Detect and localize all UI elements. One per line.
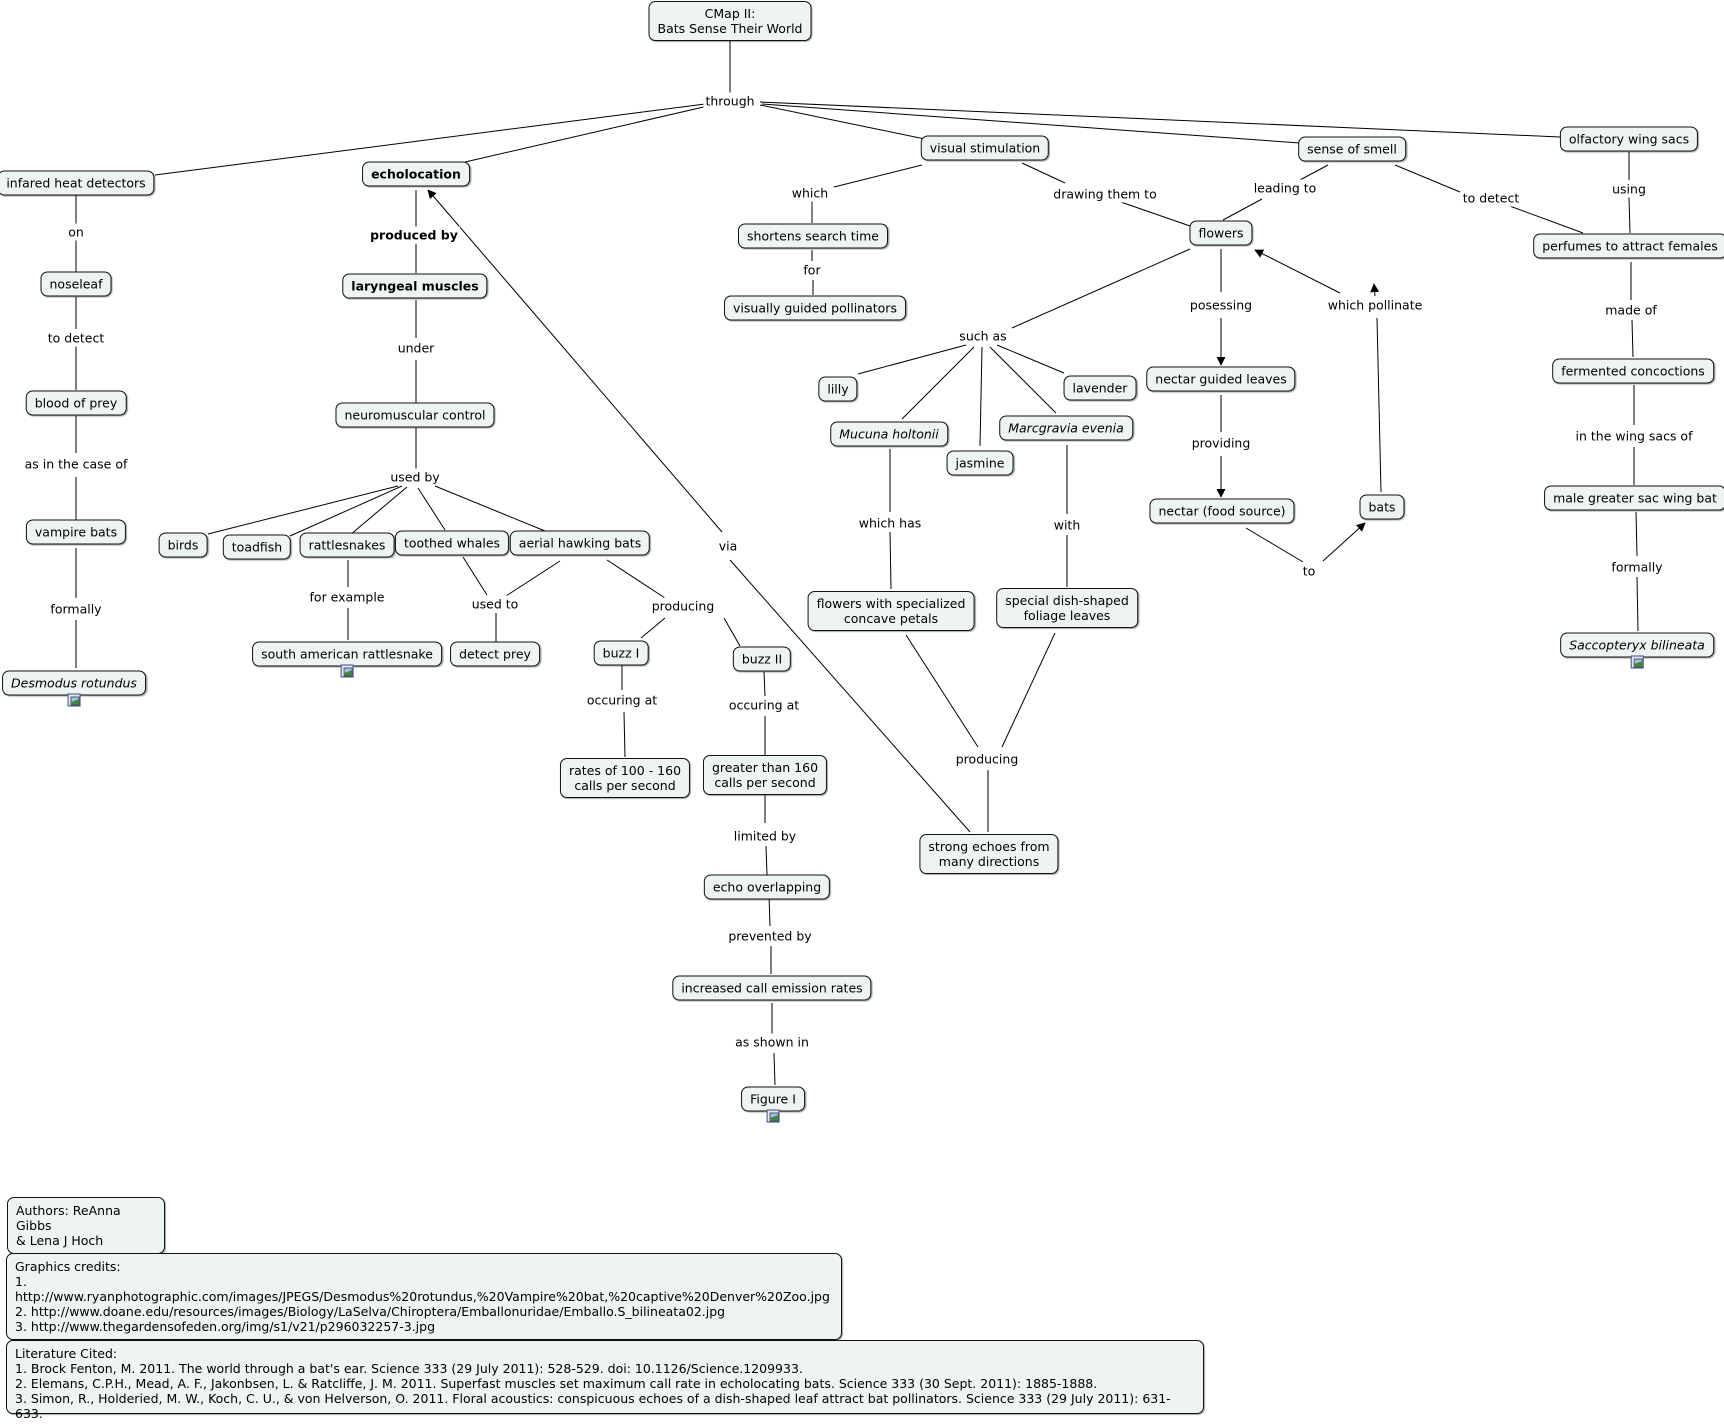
concept-saccopteryx-bilineata[interactable]: Saccopteryx bilineata xyxy=(1560,632,1714,669)
link-such-as: such as xyxy=(957,327,1009,345)
link-which-pollinate: which pollinate xyxy=(1325,296,1425,314)
concept-flowers[interactable]: flowers xyxy=(1189,220,1253,246)
link-prevented-by: prevented by xyxy=(726,927,814,945)
concept-desmodus-label: Desmodus rotundus xyxy=(11,675,137,691)
concept-south-american-rattlesnake-label: south american rattlesnake xyxy=(261,646,433,662)
concept-mucuna-holtonii[interactable]: Mucuna holtonii xyxy=(830,421,948,447)
link-for: for xyxy=(801,261,823,279)
link-as-in-the-case-of: as in the case of xyxy=(22,455,130,473)
concept-jasmine[interactable]: jasmine xyxy=(946,450,1014,476)
concept-noseleaf[interactable]: noseleaf xyxy=(40,271,112,297)
link-used-by: used by xyxy=(388,468,442,486)
link-in-the-wing-sacs-of: in the wing sacs of xyxy=(1573,427,1695,445)
link-as-shown-in: as shown in xyxy=(733,1033,811,1051)
link-via: via xyxy=(716,537,740,555)
concept-toadfish[interactable]: toadfish xyxy=(222,534,292,560)
image-icon[interactable] xyxy=(67,693,81,707)
concept-lavender[interactable]: lavender xyxy=(1063,375,1137,401)
image-icon[interactable] xyxy=(340,664,354,678)
concept-detect-prey[interactable]: detect prey xyxy=(450,641,540,667)
concept-rattlesnakes[interactable]: rattlesnakes xyxy=(299,532,395,558)
link-producing-echoes: producing xyxy=(953,750,1021,768)
link-on: on xyxy=(66,223,86,241)
link-posessing: posessing xyxy=(1187,296,1255,314)
concept-fermented-concoctions[interactable]: fermented concoctions xyxy=(1552,358,1714,384)
link-occuring-at-buzz-i: occuring at xyxy=(584,691,660,709)
concept-aerial-hawking-bats[interactable]: aerial hawking bats xyxy=(509,530,651,556)
concept-echolocation[interactable]: echolocation xyxy=(362,161,470,187)
concept-desmodus-rotundus[interactable]: Desmodus rotundus xyxy=(2,670,146,707)
link-used-to: used to xyxy=(469,595,521,613)
concept-echo-overlapping[interactable]: echo overlapping xyxy=(703,874,831,900)
link-produced-by: produced by xyxy=(368,226,460,244)
concept-buzz-ii[interactable]: buzz II xyxy=(732,646,792,672)
concept-toothed-whales[interactable]: toothed whales xyxy=(394,530,510,556)
concept-strong-echoes[interactable]: strong echoes from many directions xyxy=(919,834,1059,874)
concept-nectar-guided-leaves[interactable]: nectar guided leaves xyxy=(1146,366,1296,392)
concept-neuromuscular-control[interactable]: neuromuscular control xyxy=(335,402,495,428)
concept-figure-i[interactable]: Figure I xyxy=(741,1086,805,1123)
link-occuring-at-buzz-ii: occuring at xyxy=(726,696,802,714)
concept-south-american-rattlesnake[interactable]: south american rattlesnake xyxy=(252,641,442,678)
link-limited-by: limited by xyxy=(731,827,799,845)
concept-greater-than-160[interactable]: greater than 160 calls per second xyxy=(702,755,828,795)
map-title: CMap II: Bats Sense Their World xyxy=(648,1,812,41)
concept-dish-shaped-foliage-leaves[interactable]: special dish-shaped foliage leaves xyxy=(996,588,1138,628)
literature-cited-box: Literature Cited: 1. Brock Fenton, M. 20… xyxy=(6,1340,1204,1421)
concept-male-greater-sac-wing-bat[interactable]: male greater sac wing bat xyxy=(1544,485,1724,511)
link-under: under xyxy=(395,339,437,357)
link-formally-desmodus: formally xyxy=(48,600,104,618)
concept-nectar-food-source[interactable]: nectar (food source) xyxy=(1149,498,1295,524)
concept-blood-of-prey[interactable]: blood of prey xyxy=(25,390,127,416)
concept-visual-stimulation[interactable]: visual stimulation xyxy=(920,135,1050,161)
authors-box: Authors: ReAnna Gibbs & Lena J Hoch xyxy=(7,1197,165,1254)
concept-saccopteryx-label: Saccopteryx bilineata xyxy=(1569,637,1705,653)
link-formally-saccopteryx: formally xyxy=(1609,558,1665,576)
concept-shortens-search-time[interactable]: shortens search time xyxy=(738,223,888,249)
concept-infared-heat-detectors[interactable]: infared heat detectors xyxy=(0,170,155,196)
image-icon[interactable] xyxy=(766,1109,780,1123)
link-leading-to: leading to xyxy=(1251,179,1319,197)
concept-birds[interactable]: birds xyxy=(158,532,208,558)
link-made-of: made of xyxy=(1603,301,1659,319)
link-drawing-them-to: drawing them to xyxy=(1051,185,1159,203)
link-which-has: which has xyxy=(856,514,924,532)
link-producing-buzz: producing xyxy=(649,597,717,615)
concept-perfumes-to-attract-females[interactable]: perfumes to attract females xyxy=(1533,233,1724,259)
graphics-credits-box: Graphics credits: 1. http://www.ryanphot… xyxy=(6,1253,842,1340)
concept-vampire-bats[interactable]: vampire bats xyxy=(25,519,127,545)
concept-olfactory-wing-sacs[interactable]: olfactory wing sacs xyxy=(1559,126,1699,152)
concept-increased-call-emission-rates[interactable]: increased call emission rates xyxy=(672,975,872,1001)
link-using: using xyxy=(1610,180,1648,198)
concept-marcgravia-evenia[interactable]: Marcgravia evenia xyxy=(999,415,1133,441)
concept-bats[interactable]: bats xyxy=(1359,494,1405,520)
link-through: through xyxy=(703,92,757,110)
concept-laryngeal-muscles[interactable]: laryngeal muscles xyxy=(342,273,488,299)
concept-rates-100-160[interactable]: rates of 100 - 160 calls per second xyxy=(559,758,691,798)
concept-buzz-i[interactable]: buzz I xyxy=(593,640,649,666)
concept-visually-guided-pollinators[interactable]: visually guided pollinators xyxy=(724,295,906,321)
link-with: with xyxy=(1051,516,1083,534)
link-to: to xyxy=(1300,562,1318,580)
concept-sense-of-smell[interactable]: sense of smell xyxy=(1298,136,1406,162)
concept-flowers-with-concave-petals[interactable]: flowers with specialized concave petals xyxy=(807,591,975,631)
link-to-detect-blood: to detect xyxy=(45,329,107,347)
link-which: which xyxy=(789,184,831,202)
link-for-example: for example xyxy=(307,588,387,606)
concept-lilly[interactable]: lilly xyxy=(818,376,858,402)
concept-figure-i-label: Figure I xyxy=(750,1091,796,1107)
image-icon[interactable] xyxy=(1630,655,1644,669)
link-providing: providing xyxy=(1189,434,1253,452)
link-to-detect-perfumes: to detect xyxy=(1460,189,1522,207)
